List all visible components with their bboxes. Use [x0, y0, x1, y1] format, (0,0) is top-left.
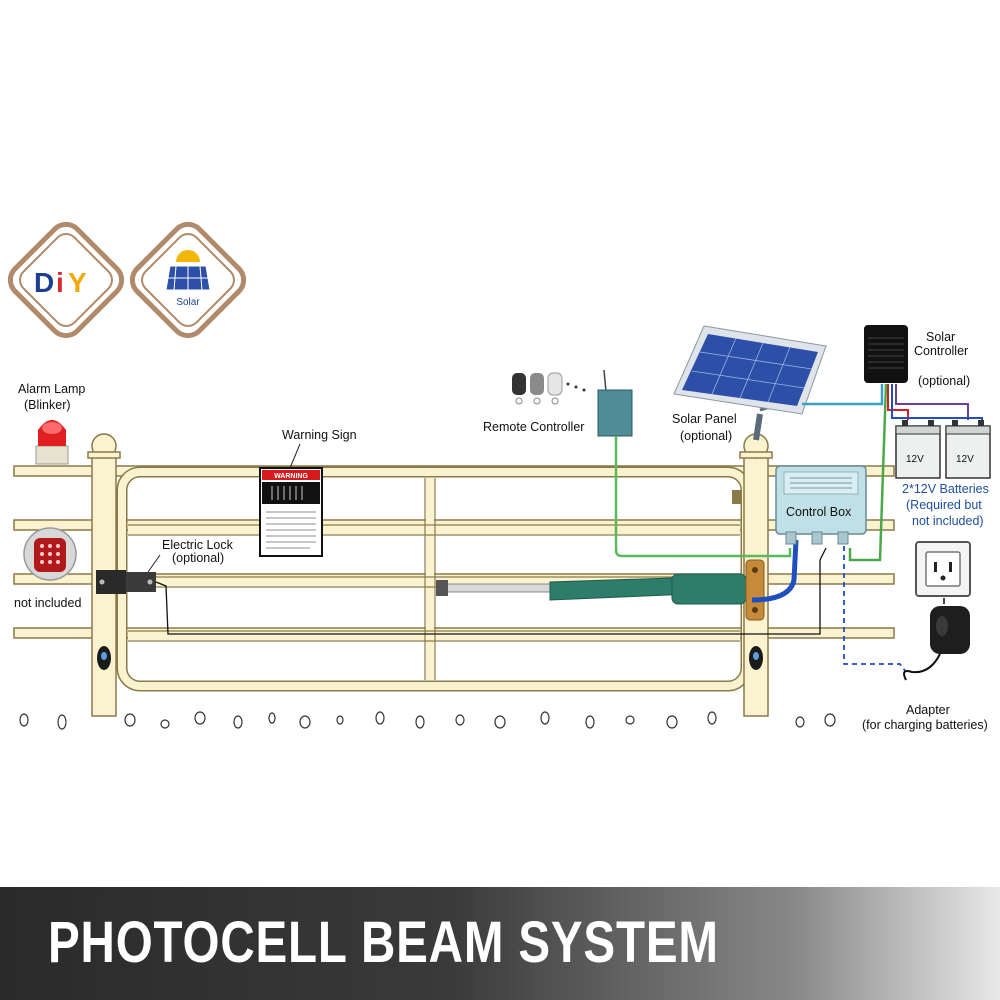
- solar-panel: [673, 325, 827, 441]
- batteries-label-line2: (Required but: [906, 498, 982, 512]
- adapter-label-line2: (for charging batteries): [862, 718, 988, 732]
- diy-letter-i: i: [56, 267, 64, 298]
- electric-lock: [96, 570, 156, 594]
- photocell-right: [749, 646, 763, 670]
- actuator-bracket: [745, 559, 765, 621]
- control-box: [775, 465, 867, 545]
- battery-right: 12V: [945, 420, 991, 479]
- ground-pebbles: [19, 711, 836, 730]
- adapter-label-line1: Adapter: [906, 703, 950, 717]
- receiver-wire: [614, 436, 792, 558]
- diy-letter-y: Y: [68, 267, 87, 298]
- solar-badge: Solar: [129, 221, 247, 339]
- lock-wire: [155, 547, 827, 635]
- motor-cable: [751, 539, 799, 603]
- battery-left-voltage: 12V: [906, 454, 924, 465]
- solar-panel-label-line1: Solar Panel: [672, 412, 737, 426]
- banner-title: PHOTOCELL BEAM SYSTEM: [48, 910, 719, 975]
- title-banner: PHOTOCELL BEAM SYSTEM: [0, 887, 1000, 1000]
- batteries-label-line3: not included): [912, 514, 984, 528]
- controller-battery-wire-purple: [895, 384, 969, 420]
- controller-control-box-wire: [848, 383, 888, 562]
- diy-badge: D i Y: [7, 221, 125, 339]
- batteries-label-line1: 2*12V Batteries: [902, 482, 989, 496]
- receiver-box: [597, 369, 633, 437]
- alarm-lamp-label-line2: (Blinker): [24, 398, 71, 412]
- solar-panel-wire: [802, 384, 884, 406]
- adapter-wire: [843, 546, 907, 673]
- keypad-not-included-label: not included: [14, 596, 81, 610]
- remote-controller-label: Remote Controller: [483, 420, 584, 434]
- power-adapter: [903, 598, 970, 681]
- diy-letter-d: D: [34, 267, 54, 298]
- alarm-lamp: [35, 420, 69, 465]
- remote-fobs: [512, 372, 586, 405]
- solar-badge-label: Solar: [176, 297, 200, 308]
- warning-sign-header: WARNING: [274, 473, 308, 480]
- linear-actuator: [436, 573, 747, 605]
- electric-lock-pointer: [147, 554, 161, 573]
- controller-battery-wire-red: [887, 384, 909, 420]
- solar-panel-icon: [165, 265, 211, 291]
- solar-controller: [864, 325, 908, 383]
- control-box-label: Control Box: [786, 505, 852, 519]
- electric-lock-label-line2: (optional): [172, 551, 224, 565]
- photocell-left: [97, 646, 111, 670]
- sun-icon: [176, 250, 200, 262]
- controller-battery-wire-blue: [891, 384, 983, 420]
- battery-left: 12V: [895, 420, 941, 479]
- battery-right-voltage: 12V: [956, 454, 974, 465]
- keypad: [23, 527, 77, 581]
- wall-outlet: [915, 541, 971, 597]
- solar-controller-optional-label: (optional): [918, 374, 970, 388]
- gate-hinge: [732, 490, 742, 504]
- solar-controller-label-line2: Controller: [914, 344, 968, 358]
- warning-sign-label: Warning Sign: [282, 428, 357, 442]
- solar-panel-label-line2: (optional): [680, 429, 732, 443]
- warning-sign-pointer: [289, 443, 301, 469]
- warning-sign: WARNING: [259, 467, 323, 557]
- electric-lock-label-line1: Electric Lock: [162, 538, 234, 552]
- solar-controller-label-line1: Solar: [926, 330, 955, 344]
- alarm-lamp-label-line1: Alarm Lamp: [18, 382, 85, 396]
